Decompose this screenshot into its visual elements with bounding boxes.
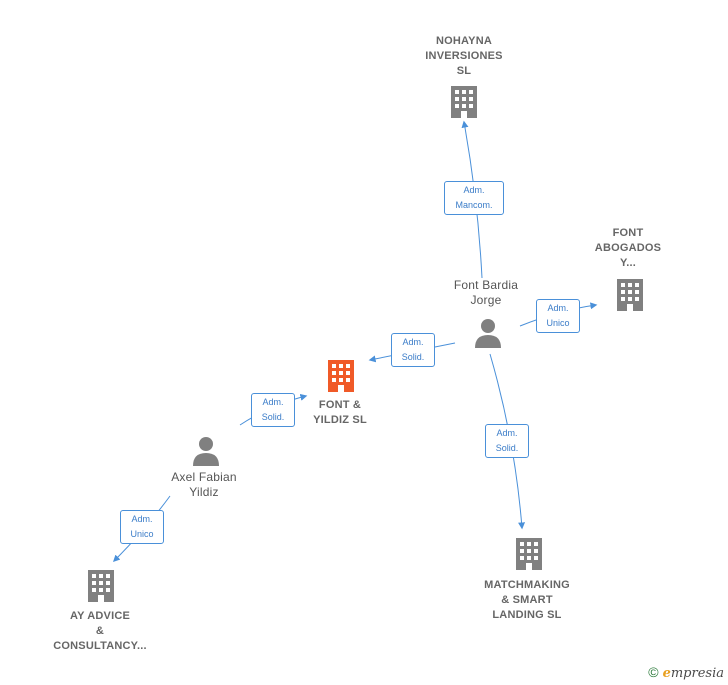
- building-icon: [88, 570, 114, 602]
- edge-label-adm-solid: Adm. Solid.: [485, 424, 529, 458]
- person-label: Font Bardia Jorge: [453, 278, 519, 307]
- company-label: AY ADVICE & CONSULTANCY...: [53, 610, 147, 652]
- edge-label-adm-mancom: Adm. Mancom.: [444, 181, 504, 215]
- edge-label-adm-unico: Adm. Unico: [120, 510, 164, 544]
- company-label: NOHAYNA INVERSIONES SL: [425, 35, 503, 77]
- edge-label-adm-solid: Adm. Solid.: [251, 393, 295, 427]
- edge-label-adm-unico: Adm. Unico: [536, 299, 580, 333]
- company-node-font-abogados[interactable]: FONT ABOGADOS Y...: [580, 226, 676, 271]
- building-icon: [451, 86, 477, 118]
- company-node-matchmaking[interactable]: MATCHMAKING & SMART LANDING SL: [466, 578, 588, 623]
- building-icon: [516, 538, 542, 570]
- person-node-axel[interactable]: Axel Fabian Yildiz: [146, 470, 262, 500]
- brand-logo: empresia: [662, 666, 724, 681]
- focus-building-icon: [328, 360, 354, 392]
- person-icon: [193, 437, 219, 466]
- empresia-brand: ©empresia: [648, 664, 724, 681]
- copyright-icon: ©: [648, 664, 659, 680]
- edge-label-adm-solid: Adm. Solid.: [391, 333, 435, 367]
- company-node-nohayna[interactable]: NOHAYNA INVERSIONES SL: [404, 34, 524, 79]
- company-label: MATCHMAKING & SMART LANDING SL: [484, 579, 570, 621]
- company-label: FONT & YILDIZ SL: [313, 399, 367, 426]
- person-node-font-bardia[interactable]: Font Bardia Jorge: [426, 278, 546, 308]
- person-icon: [475, 319, 501, 348]
- person-label: Axel Fabian Yildiz: [171, 470, 237, 499]
- company-node-font-yildiz[interactable]: FONT & YILDIZ SL: [290, 398, 390, 428]
- company-node-ay-advice[interactable]: AY ADVICE & CONSULTANCY...: [36, 609, 164, 654]
- building-icon: [617, 279, 643, 311]
- company-label: FONT ABOGADOS Y...: [594, 227, 662, 269]
